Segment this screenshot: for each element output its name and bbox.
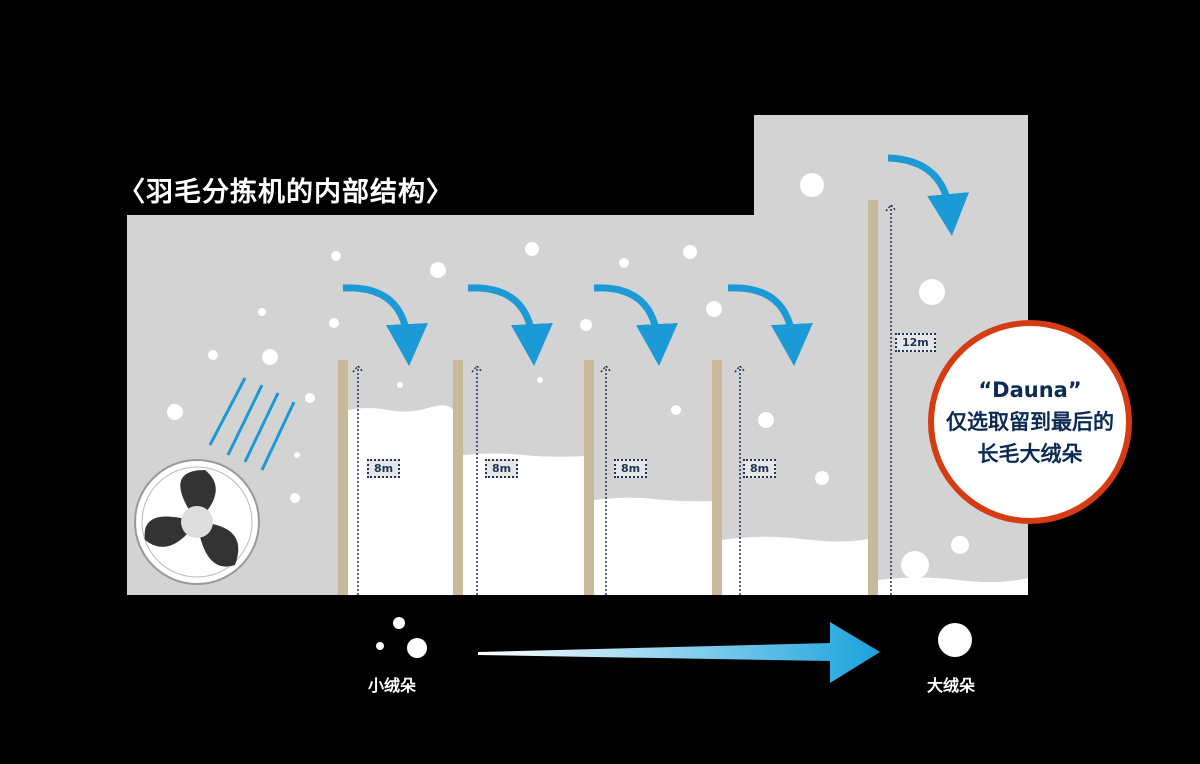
height-label: 8m [367,459,401,478]
callout-text: 仅选取留到最后的 [946,410,1114,434]
height-label: 8m [485,459,519,478]
fan-icon [134,459,260,585]
feather-particles [167,173,969,579]
height-label: 8m [614,459,648,478]
down-piles [348,405,1028,595]
size-scale-arrow [376,617,972,683]
height-label: 8m [743,459,777,478]
callout-brand: “Dauna” [978,378,1082,402]
page-title: 〈羽毛分拣机的内部结构〉 [118,177,454,208]
small-down-label: 小绒朵 [368,676,417,695]
height-label-tall: 12m [895,333,936,352]
divider-posts [338,200,878,595]
callout-circle: “Dauna” 仅选取留到最后的 长毛大绒朵 [928,320,1132,524]
wind-lines [208,377,296,471]
callout-text: 长毛大绒朵 [977,442,1083,466]
large-down-label: 大绒朵 [927,676,976,695]
height-arrows [352,203,897,595]
airflow-arrows [342,154,970,366]
